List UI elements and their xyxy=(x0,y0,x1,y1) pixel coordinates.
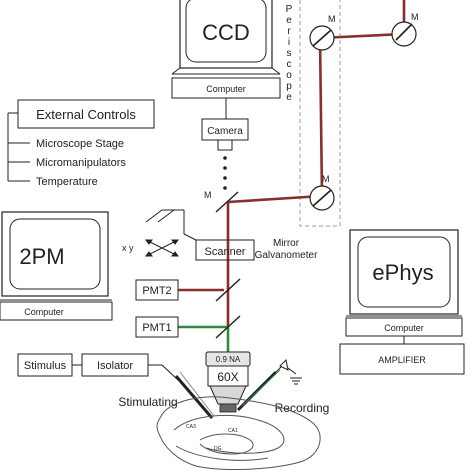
ephys-computer: ePhys Computer AMPLIFIER xyxy=(339,229,465,375)
stimulating-electrode xyxy=(174,371,215,419)
ccd-monitor xyxy=(179,0,273,69)
ccd-stand-left xyxy=(171,67,181,75)
external-controls-box xyxy=(17,99,155,129)
svg-text:P: P xyxy=(286,4,293,15)
svg-text:p: p xyxy=(286,81,292,92)
ca3-label: CA3 xyxy=(186,424,196,430)
ephys-base-label: Computer xyxy=(384,323,424,333)
camera-path-dots xyxy=(223,156,227,190)
camera-label: Camera xyxy=(207,126,243,137)
ccd-screen-label: CCD xyxy=(202,20,250,45)
twopm-screen-label: 2PM xyxy=(19,244,64,269)
emission-path xyxy=(178,325,230,352)
svg-text:M: M xyxy=(411,12,419,22)
mirror-pmt2 xyxy=(215,278,241,302)
mirror-pmt1 xyxy=(215,315,241,339)
svg-text:r: r xyxy=(287,26,291,37)
ephys-screen xyxy=(357,236,451,308)
ccd-base-label: Computer xyxy=(206,84,246,94)
recording-label: Recording xyxy=(275,401,330,415)
objective-mag: 60X xyxy=(217,370,238,384)
stimulus-label: Stimulus xyxy=(24,360,67,372)
svg-text:o: o xyxy=(286,70,292,81)
ccd-stand-right xyxy=(271,67,281,75)
svg-text:i: i xyxy=(288,37,290,48)
mirror-dichroic-top: M xyxy=(204,190,239,213)
twopm-screen xyxy=(9,218,101,290)
svg-text:s: s xyxy=(287,48,292,59)
svg-text:e: e xyxy=(286,15,292,26)
svg-text:c: c xyxy=(287,59,292,70)
twopm-base xyxy=(0,301,113,321)
mirror-galvo-line2: Galvanometer xyxy=(255,250,318,261)
dg-label: DG xyxy=(214,446,222,452)
isolator-label: Isolator xyxy=(97,360,133,372)
recording-electrode xyxy=(236,358,302,412)
svg-text:M: M xyxy=(328,14,336,24)
mirror-galvo-line1: Mirror xyxy=(273,238,300,249)
xy-label: x y xyxy=(122,243,134,253)
ccd-computer: CCD Computer xyxy=(171,0,281,99)
ccd-screen xyxy=(185,0,267,63)
external-controls: External Controls Microscope Stage Micro… xyxy=(7,99,155,188)
laser-path xyxy=(178,0,406,326)
periscope-frame xyxy=(299,0,341,227)
external-control-item: Temperature xyxy=(36,176,98,188)
pmt1-label: PMT1 xyxy=(142,322,171,334)
amplifier-box xyxy=(339,343,465,375)
pmt2-label: PMT2 xyxy=(142,285,171,297)
external-controls-title: External Controls xyxy=(36,107,136,122)
mirror-periscope-bottom: M xyxy=(309,174,335,211)
hippocampal-slice: CA3 CA1 DG xyxy=(156,396,321,470)
pmt2-box xyxy=(135,279,179,301)
stimulating-label: Stimulating xyxy=(118,395,177,409)
scanner-label: Scanner xyxy=(205,246,246,258)
twopm-monitor xyxy=(1,211,109,297)
scanner: Scanner x y Mirror Galvanometer xyxy=(122,209,318,261)
pmt1-box xyxy=(135,316,179,338)
svg-text:M: M xyxy=(322,174,330,184)
camera-lens xyxy=(217,139,233,151)
external-control-item: Micromanipulators xyxy=(36,157,126,169)
twopm-base-label: Computer xyxy=(24,307,64,317)
periscope-label: P e r i s c o p e xyxy=(286,4,293,103)
twopm-computer: 2PM Computer xyxy=(0,211,113,321)
objective-na: 0.9 NA xyxy=(216,355,241,364)
xy-arrows-icon xyxy=(145,239,179,257)
amplifier-label: AMPLIFIER xyxy=(378,355,426,365)
mirror-periscope-top: M xyxy=(309,14,336,51)
mirror-top-right: M xyxy=(391,12,419,47)
scanner-box xyxy=(195,239,255,261)
objective-lens: 0.9 NA 60X xyxy=(205,351,251,413)
external-control-item: Microscope Stage xyxy=(36,138,124,150)
ca1-label: CA1 xyxy=(228,428,238,434)
ephys-screen-label: ePhys xyxy=(372,260,433,285)
svg-text:M: M xyxy=(204,190,212,200)
svg-text:e: e xyxy=(286,92,292,103)
ephys-monitor xyxy=(349,229,459,315)
